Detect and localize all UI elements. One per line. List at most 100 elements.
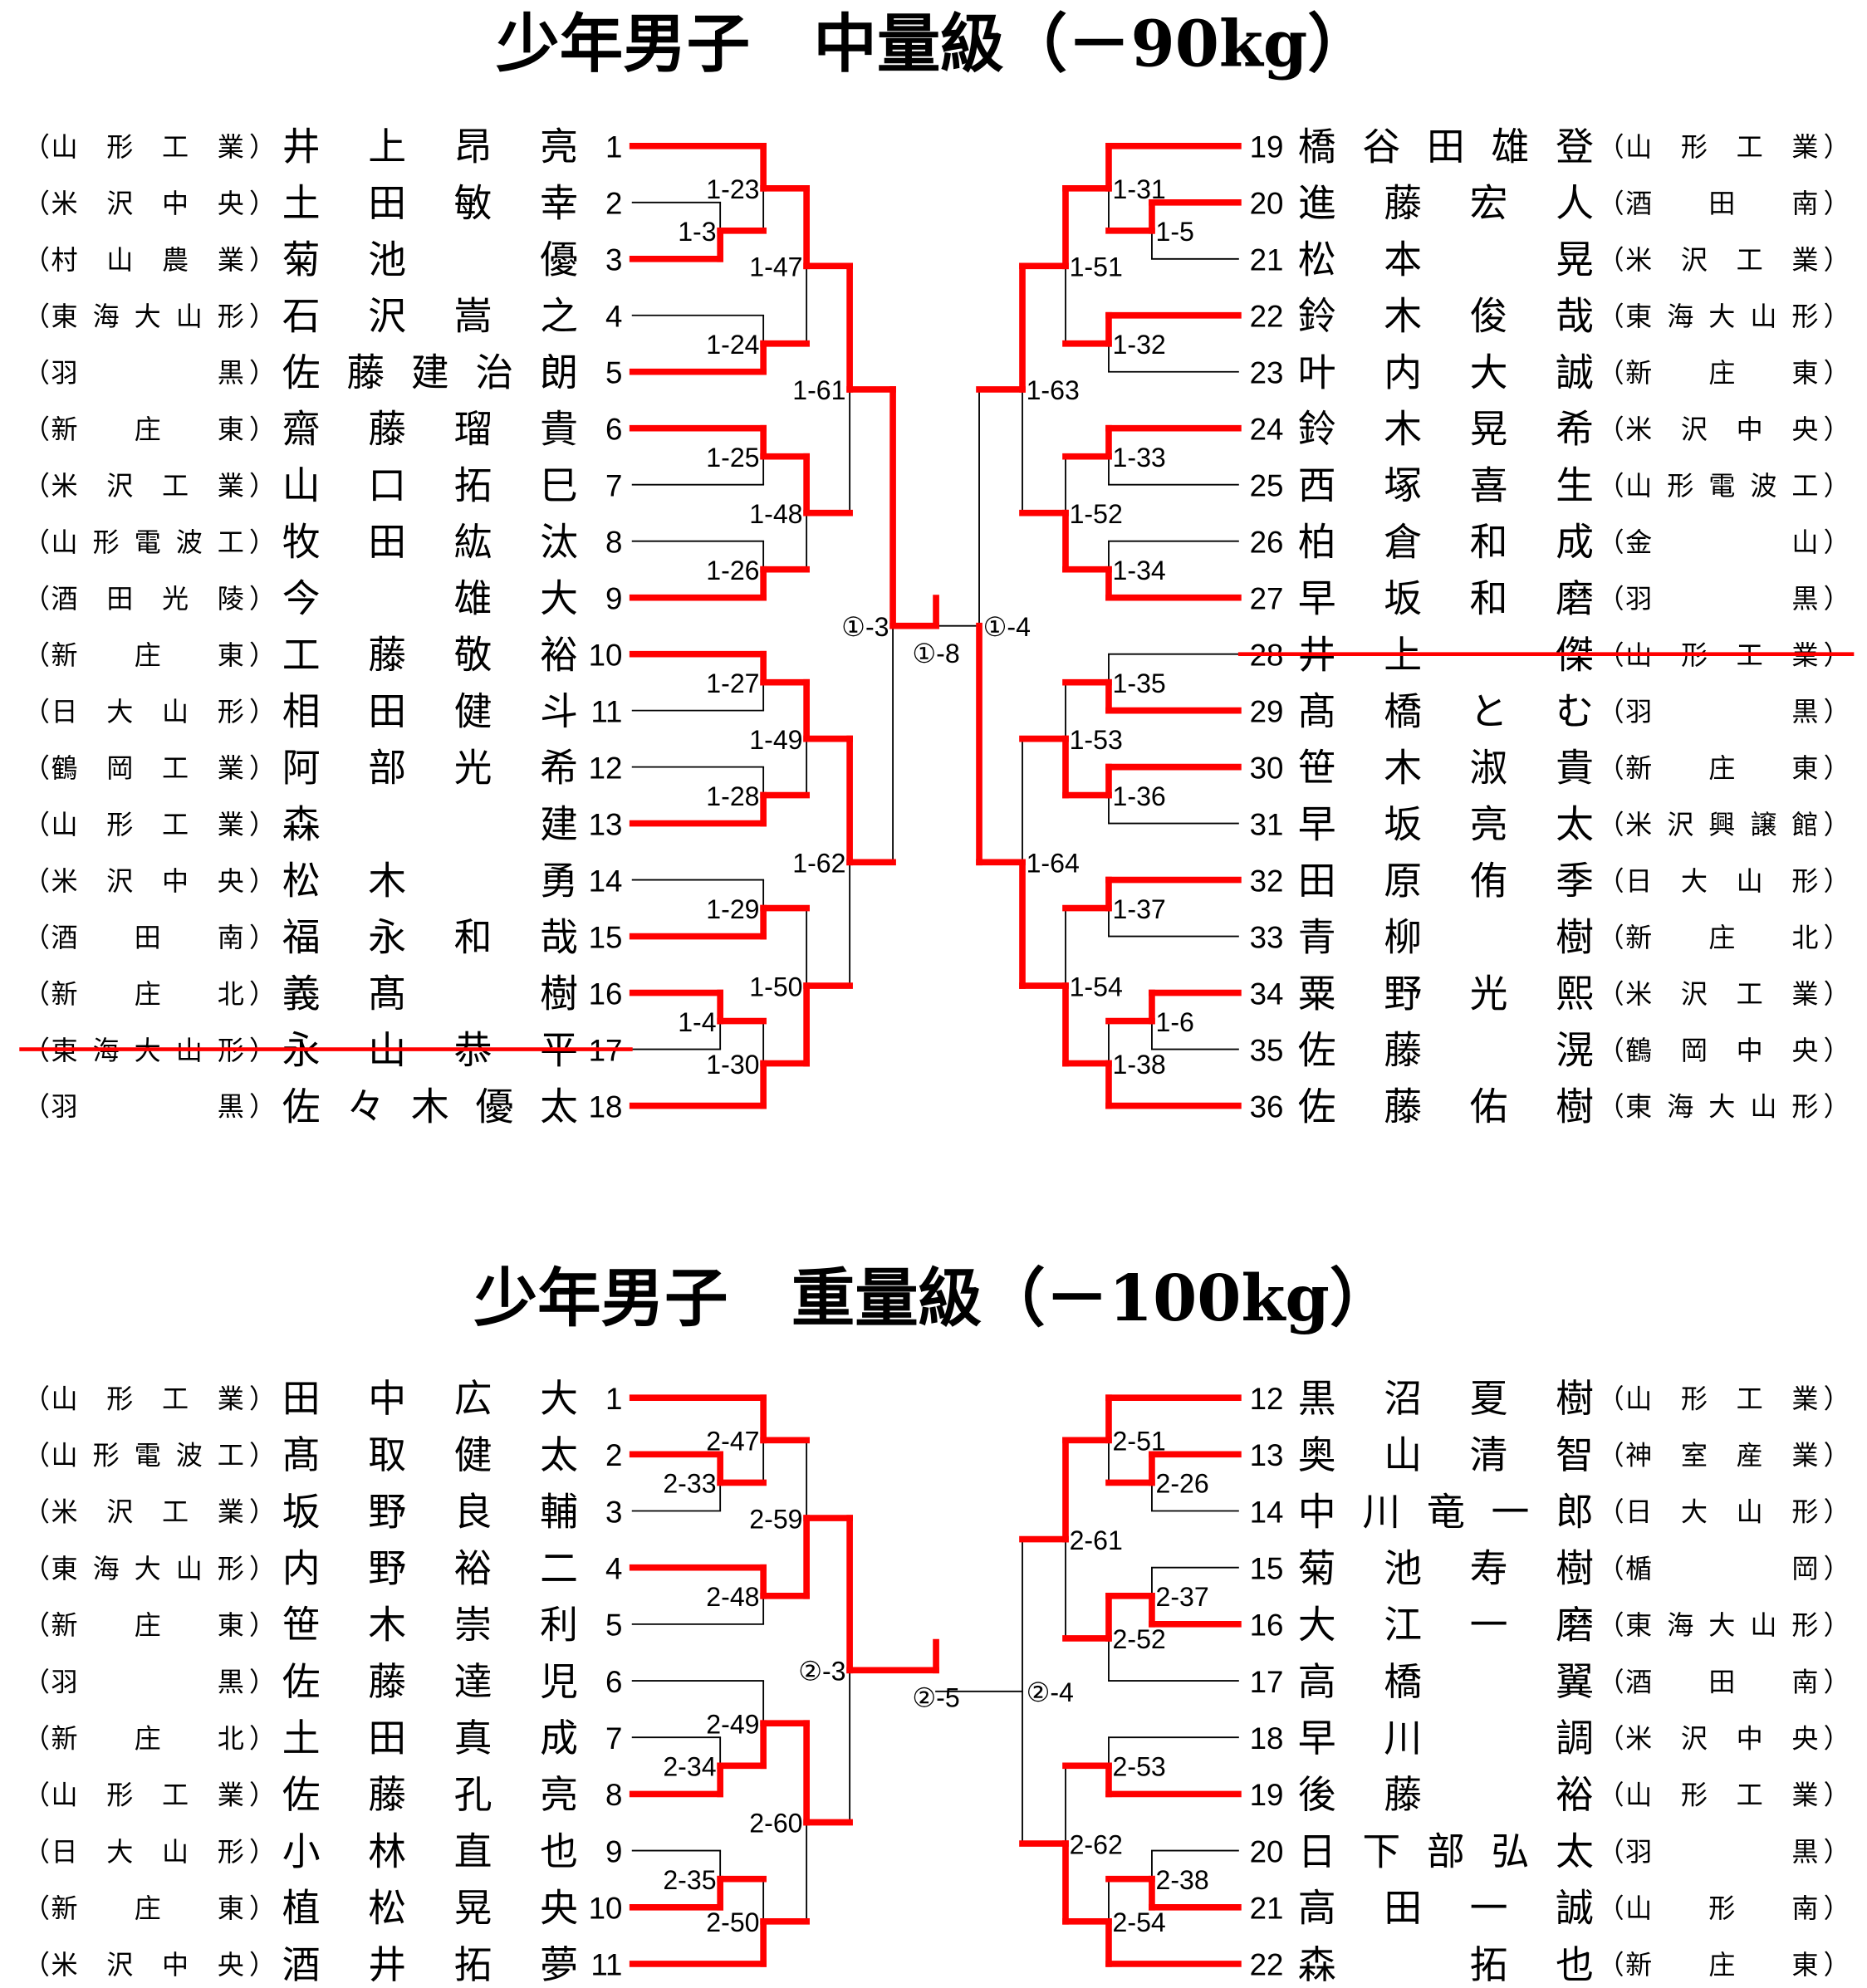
entry-school: 米沢中央: [51, 188, 244, 219]
school-paren-close: ）: [1824, 1496, 1850, 1528]
entry-school: 東海大山形: [51, 301, 244, 332]
entry-number: 6: [605, 1665, 622, 1699]
school-paren-close: ）: [249, 131, 276, 163]
match-label: 1-24: [706, 330, 759, 360]
match-label: 1-5: [1156, 217, 1194, 247]
entry-name: 松本 晃: [1298, 237, 1594, 282]
school-paren-open: （: [1598, 865, 1624, 897]
final-match-label: ②-5: [912, 1683, 959, 1713]
match-label: 1-23: [706, 174, 759, 204]
entry-number: 29: [1250, 694, 1284, 728]
match-label: 1-48: [749, 499, 802, 529]
match-label: 1-49: [749, 725, 802, 755]
entry-name: 佐藤佑樹: [1298, 1084, 1594, 1129]
entry-school: 羽黒: [1625, 583, 1818, 615]
entry-school: 村山農業: [51, 244, 244, 276]
entry-row: （鶴岡中央）佐藤 滉35: [1250, 1027, 1850, 1072]
entry-row: （酒田南）高橋 翼17: [1250, 1659, 1850, 1704]
entry-number: 2: [605, 187, 622, 221]
entry-name: 叶内大誠: [1298, 350, 1594, 395]
entry-school: 楯岡: [1625, 1553, 1818, 1584]
match-label: 2-62: [1070, 1829, 1123, 1859]
entry-number: 34: [1250, 977, 1284, 1011]
school-paren-open: （: [23, 1383, 50, 1414]
school-paren-open: （: [23, 244, 50, 276]
school-paren-close: ）: [1824, 1035, 1850, 1066]
entry-number: 9: [605, 581, 622, 615]
school-paren-close: ）: [249, 470, 276, 502]
match-label: 2-53: [1113, 1752, 1166, 1782]
school-paren-open: （: [1598, 301, 1624, 332]
school-paren-open: （: [23, 357, 50, 389]
entry-name: 髙取健太: [282, 1432, 578, 1477]
entry-name: 佐藤孔亮: [282, 1772, 578, 1817]
entry-name: 笹木淑貴: [1298, 745, 1594, 790]
entry-number: 18: [589, 1089, 623, 1124]
entry-name: 植松晃央: [282, 1886, 578, 1931]
entry-number: 5: [605, 1609, 622, 1643]
school-paren-close: ）: [1824, 1722, 1850, 1754]
school-paren-close: ）: [1824, 752, 1850, 784]
school-paren-open: （: [23, 1609, 50, 1641]
match-label: 1-4: [678, 1007, 716, 1037]
school-paren-open: （: [23, 1553, 50, 1584]
entry-name: 相田健斗: [282, 688, 578, 733]
entry-number: 21: [1250, 1892, 1284, 1926]
entry-name: 柏倉和成: [1298, 520, 1594, 565]
match-label: 2-51: [1113, 1427, 1166, 1457]
entry-number: 31: [1250, 807, 1284, 841]
school-paren-close: ）: [249, 1836, 276, 1868]
school-paren-open: （: [23, 978, 50, 1010]
match-label: 2-52: [1113, 1624, 1166, 1654]
entry-number: 19: [1250, 1778, 1284, 1812]
school-paren-open: （: [23, 188, 50, 219]
entry-name: 義髙 樹: [282, 971, 578, 1016]
school-paren-open: （: [1598, 583, 1624, 615]
school-paren-close: ）: [1824, 131, 1850, 163]
school-paren-open: （: [1598, 696, 1624, 727]
school-paren-open: （: [1598, 1893, 1624, 1924]
school-paren-open: （: [23, 414, 50, 445]
entry-school: 東海大山形: [1625, 1091, 1818, 1123]
school-paren-open: （: [1598, 1383, 1624, 1414]
entry-name: 田中広大: [282, 1376, 578, 1421]
entry-number: 17: [1250, 1665, 1284, 1699]
school-paren-open: （: [1598, 1609, 1624, 1641]
entry-number: 27: [1250, 581, 1284, 615]
match-label: 2-33: [663, 1469, 716, 1499]
match-label: 2-49: [706, 1709, 759, 1739]
match-label: 2-35: [663, 1865, 716, 1895]
school-paren-close: ）: [1824, 1666, 1850, 1697]
entry-name: 井上昂亮: [282, 125, 578, 169]
entry-number: 8: [605, 525, 622, 559]
school-paren-open: （: [1598, 978, 1624, 1010]
match-label: 1-38: [1113, 1050, 1166, 1080]
entry-name: 土田真成: [282, 1716, 578, 1760]
school-paren-open: （: [1598, 414, 1624, 445]
entry-name: 土田敏幸: [282, 181, 578, 226]
entry-school: 羽黒: [51, 1666, 244, 1697]
entry-name: 佐藤 滉: [1298, 1027, 1594, 1072]
match-label: 1-61: [792, 375, 845, 405]
entry-number: 18: [1250, 1721, 1284, 1755]
school-paren-close: ）: [1824, 244, 1850, 276]
school-paren-close: ）: [249, 1383, 276, 1414]
school-paren-close: ）: [249, 1666, 276, 1697]
school-paren-open: （: [23, 865, 50, 897]
school-paren-close: ）: [249, 922, 276, 953]
entry-school: 新庄北: [1625, 922, 1818, 953]
